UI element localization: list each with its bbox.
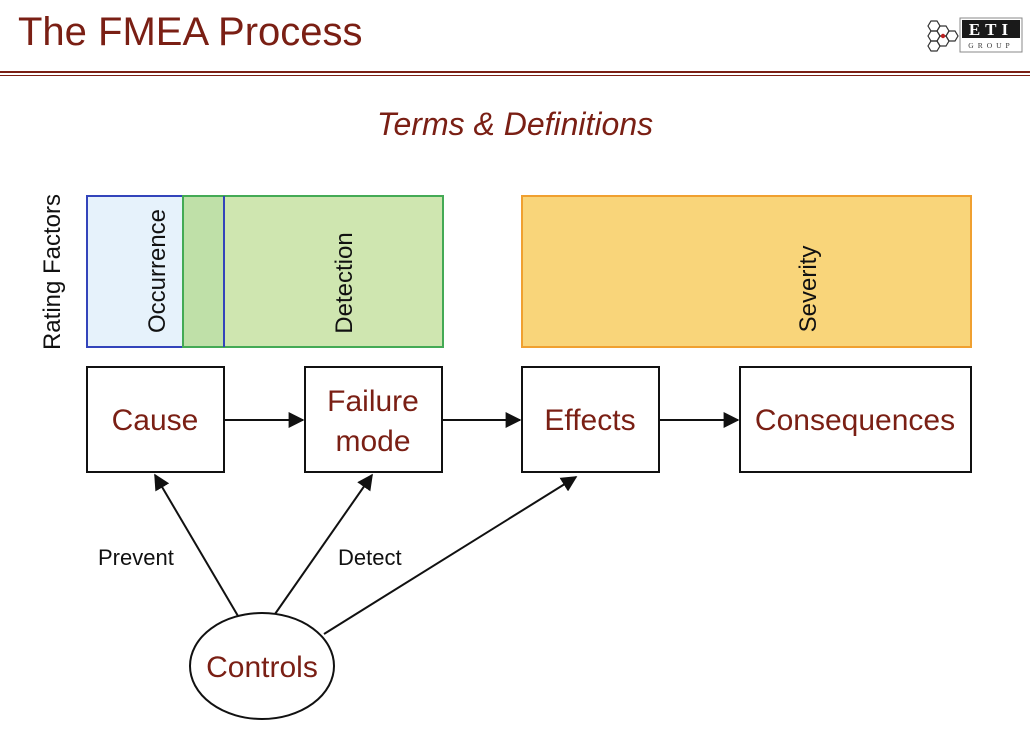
title-divider-thin	[0, 75, 1030, 76]
prevent-label: Prevent	[98, 545, 174, 570]
logo-tagline: GROUP	[968, 41, 1013, 50]
controls-node	[189, 612, 335, 720]
consequences-node	[739, 366, 972, 473]
failure-mode-label-line1: Failure	[327, 385, 419, 418]
severity-label: Severity	[795, 246, 822, 333]
logo-name: ETI	[969, 20, 1013, 39]
severity-band	[521, 195, 972, 348]
eti-group-logo: ETI GROUP	[921, 14, 1023, 61]
arrow-controls-to-failure-mode	[274, 473, 373, 615]
controls-label: Controls	[206, 651, 318, 684]
rating-factors-label: Rating Factors	[39, 194, 66, 350]
page-title: The FMEA Process	[18, 10, 363, 54]
arrow-controls-to-effects	[323, 476, 578, 635]
hexagon-cluster-icon	[927, 20, 959, 52]
title-divider	[0, 71, 1030, 73]
effects-label: Effects	[544, 404, 635, 437]
subtitle: Terms & Definitions	[376, 106, 654, 142]
detection-label: Detection	[331, 232, 358, 333]
detect-label: Detect	[338, 545, 402, 570]
effects-node	[521, 366, 660, 473]
failure-mode-label-line2: mode	[335, 425, 410, 458]
cause-label: Cause	[112, 404, 199, 437]
detection-band	[182, 195, 444, 348]
consequences-label: Consequences	[755, 404, 955, 437]
occurrence-label: Occurrence	[144, 209, 171, 333]
arrow-controls-to-cause	[154, 473, 239, 617]
occurrence-detection-overlap	[184, 197, 224, 346]
